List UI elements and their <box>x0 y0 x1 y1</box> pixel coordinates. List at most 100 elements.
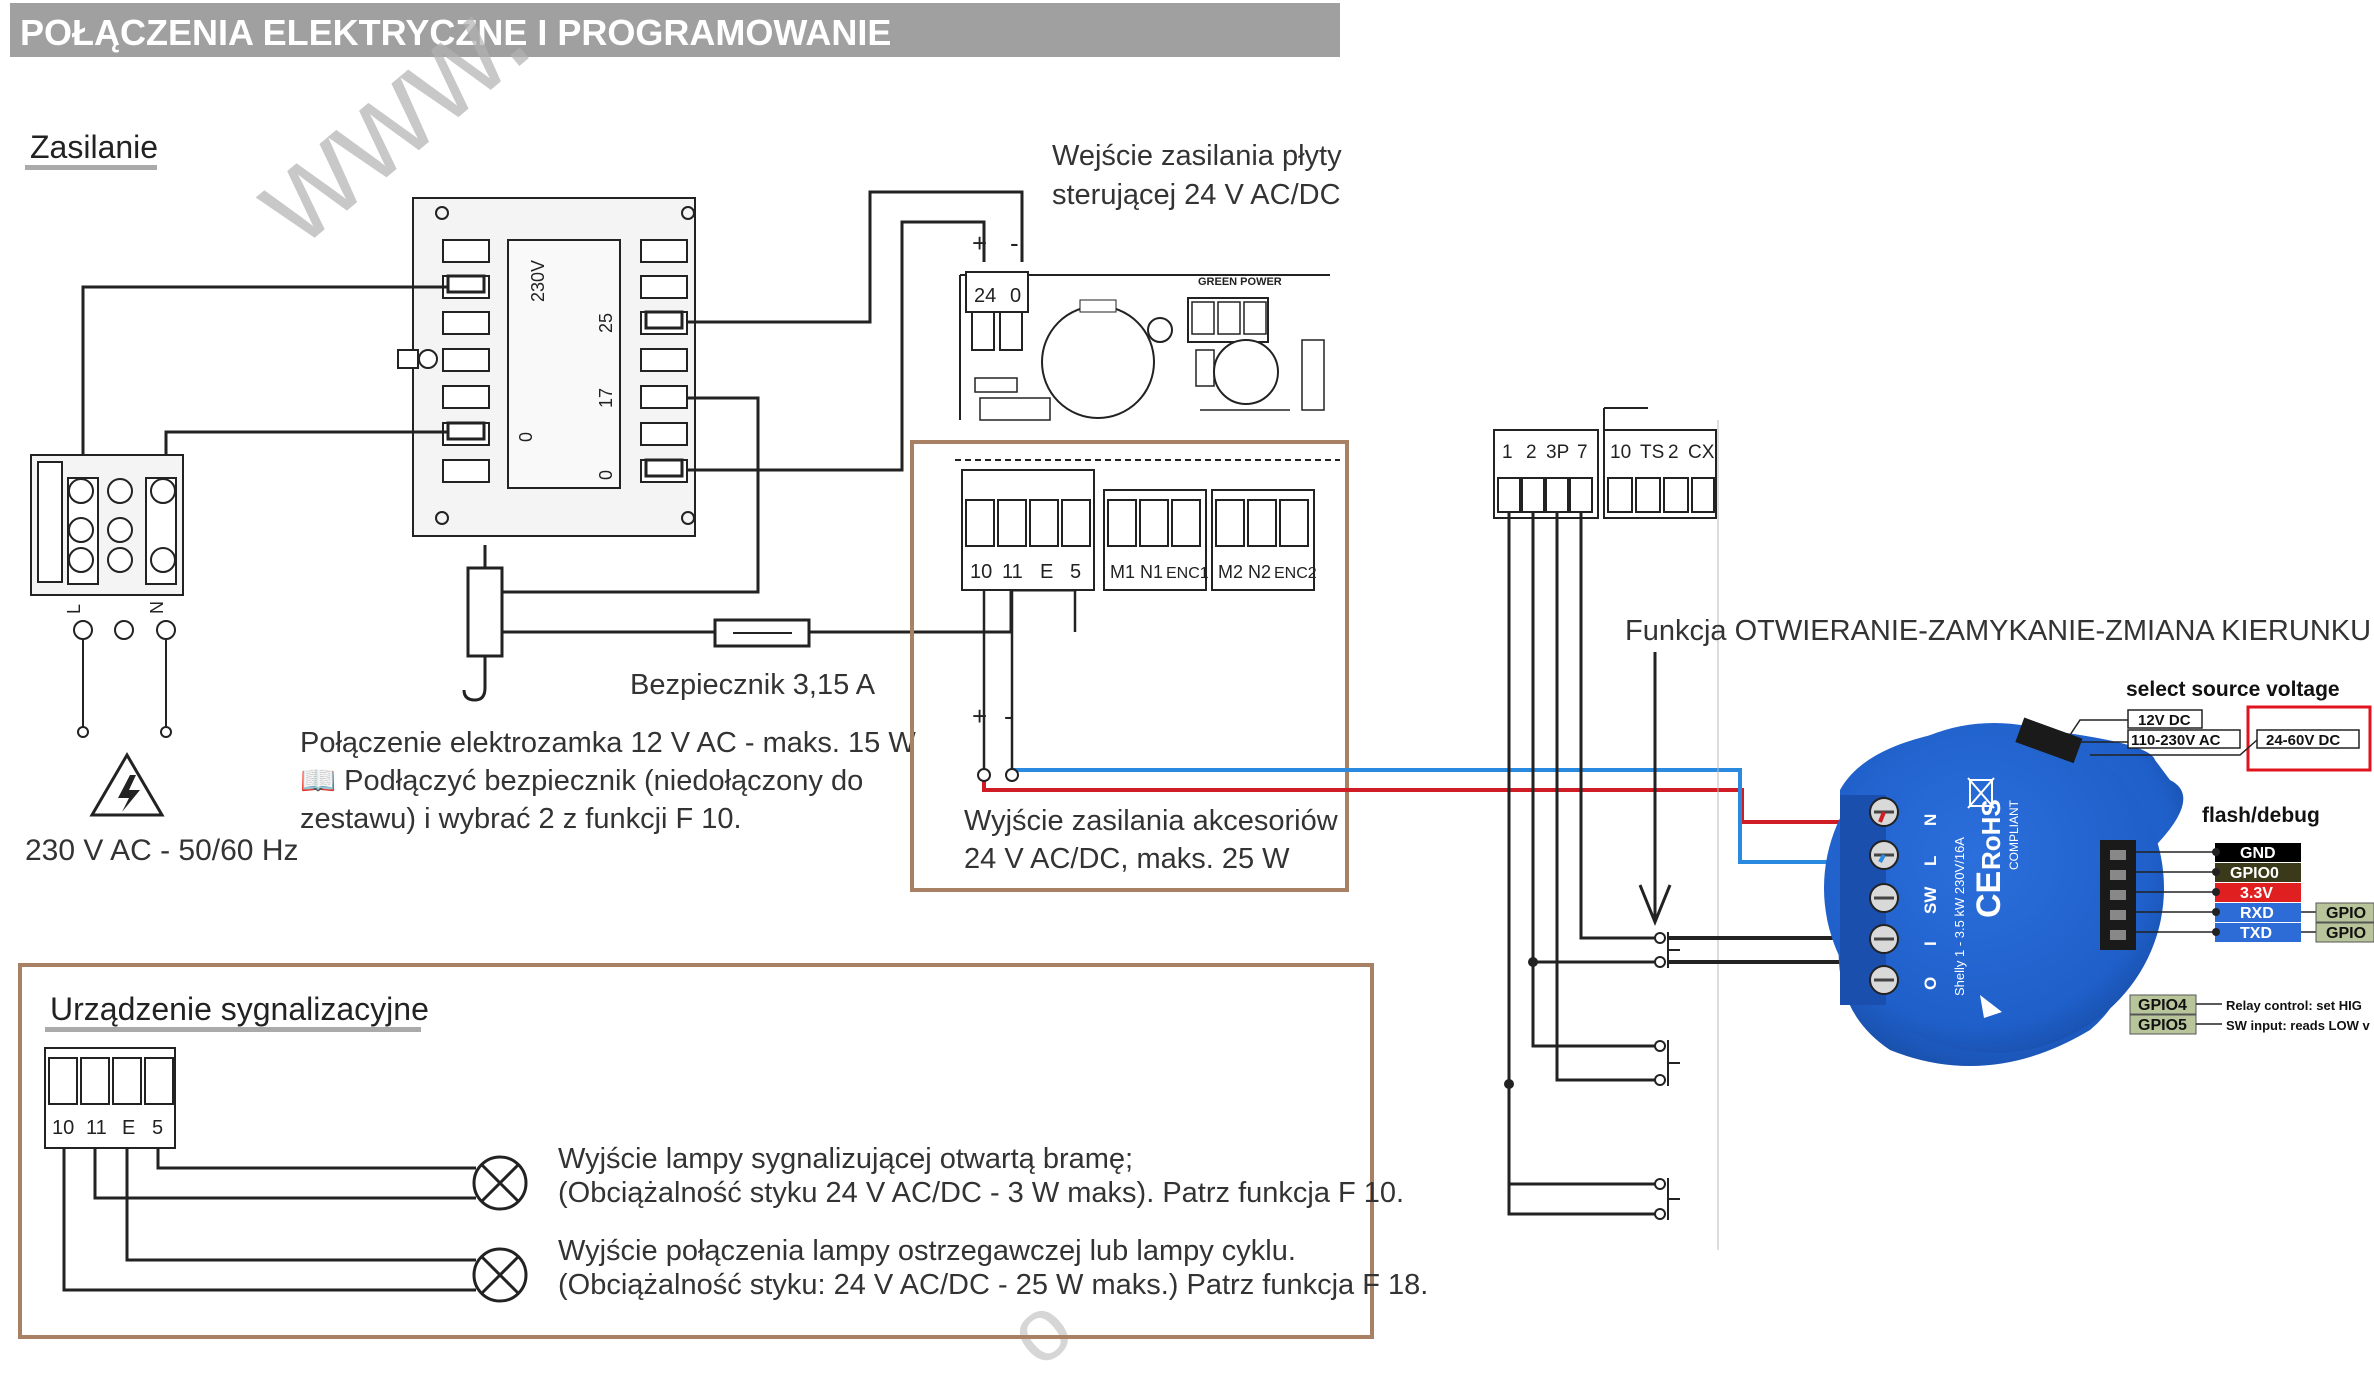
svg-text:3.3V: 3.3V <box>2240 885 2273 902</box>
shelly-terminal-i: I <box>1921 941 1940 946</box>
acc-minus: - <box>1004 701 1013 731</box>
acc-plus: + <box>972 701 987 731</box>
voltage-option-24-60v-label: 24-60V DC <box>2266 732 2340 749</box>
lamp1-text-1: Wyjście lampy sygnalizującej otwartą bra… <box>558 1143 1133 1175</box>
power-section-underline <box>25 165 157 170</box>
acc-terminal-5: 5 <box>1070 561 1081 583</box>
acc-terminal-n1: N1 <box>1140 562 1163 582</box>
transformer-label-0-left: 0 <box>516 432 536 442</box>
shelly-rohs-compliant: COMPLIANT <box>2007 799 2021 870</box>
lamp1-text-2: (Obciążalność styku 24 V AC/DC - 3 W mak… <box>558 1177 1404 1209</box>
ctrl-terminal-1: 1 <box>1502 442 1513 463</box>
debug-pin-gpio0: GPIO0 <box>2215 863 2301 882</box>
ctrl-terminal-7: 7 <box>1577 442 1588 463</box>
shelly-rohs: RoHS <box>1976 799 2006 870</box>
lock-text-3: zestawu) i wybrać 2 z funkcji F 10. <box>300 803 742 835</box>
ctrl-terminal-cx: CX <box>1688 442 1715 463</box>
accessories-terminal-strip <box>955 459 1340 591</box>
side-gpio-1-label: GPIO <box>2326 905 2366 922</box>
shelly-relay: N L SW I O Shelly 1 - 3.5 kW 230V/16A CE… <box>1824 717 2184 1066</box>
board-terminal-0: 0 <box>1010 285 1021 307</box>
debug-pin-gnd: GND <box>2215 843 2301 862</box>
function-label: Funkcja OTWIERANIE-ZAMYKANIE-ZMIANA KIER… <box>1625 615 2371 647</box>
side-gpio-2 <box>2315 922 2374 943</box>
electric-lock <box>462 545 504 702</box>
lock-text-1: Połączenie elektrozamka 12 V AC - maks. … <box>300 727 916 759</box>
debug-pin-rxd: RXD <box>2215 903 2301 922</box>
lamp-icon <box>472 1155 528 1211</box>
ctrl-terminal-3p: 3P <box>1546 442 1569 463</box>
side-gpio-1 <box>2315 902 2374 923</box>
control-board-power: 24 0 GREEN POWER <box>959 271 1330 421</box>
acc-terminal-e: E <box>1040 561 1053 583</box>
header-title: POŁĄCZENIA ELEKTRYCZNE I PROGRAMOWANIE <box>20 12 891 53</box>
svg-text:RXD: RXD <box>2240 905 2274 922</box>
svg-text:GPIO0: GPIO0 <box>2230 865 2279 882</box>
acc-terminal-m2: M2 <box>1218 562 1243 582</box>
acc-terminal-enc2: ENC2 <box>1274 565 1317 582</box>
header-bar <box>10 3 1340 57</box>
gpio4-text: Relay control: set HIG <box>2226 998 2362 1013</box>
signaling-box <box>18 963 1374 1339</box>
voltage-option-12v-label: 12V DC <box>2138 712 2191 729</box>
voltage-option-110-230v <box>2127 729 2241 749</box>
terminal-letter-l: L <box>64 604 84 614</box>
sig-terminal-11: 11 <box>86 1117 107 1139</box>
side-gpio-2-label: GPIO <box>2326 925 2366 942</box>
sig-terminal-5: 5 <box>152 1117 163 1139</box>
board-input-label-2: sterującej 24 V AC/DC <box>1052 179 1341 211</box>
acc-output-label-2: 24 V AC/DC, maks. 25 W <box>964 843 1290 875</box>
shelly-logo-icon <box>1980 995 2002 1018</box>
voltage-highlight-box <box>2246 705 2372 772</box>
shelly-bin-icon <box>1967 777 1995 809</box>
acc-terminal-11: 11 <box>1002 561 1023 583</box>
transformer-label-230v: 230V <box>528 260 548 302</box>
lamp-icon <box>472 1247 528 1303</box>
signaling-section-underline <box>45 1027 421 1032</box>
acc-terminal-enc1: ENC1 <box>1166 565 1209 582</box>
voltage-option-12v <box>2127 709 2203 729</box>
power-section-title: Zasilanie <box>30 129 158 165</box>
accessories-box <box>910 440 1349 892</box>
ctrl-terminal-2b: 2 <box>1668 442 1679 463</box>
lock-text-2: 📖 Podłączyć bezpiecznik (niedołączony do <box>300 765 863 797</box>
signaling-section-title: Urządzenie sygnalizacyjne <box>50 991 429 1027</box>
ctrl-terminal-2: 2 <box>1526 442 1537 463</box>
terminal-letter-n: N <box>147 601 167 614</box>
sig-terminal-e: E <box>122 1117 135 1139</box>
debug-pin-txd: TXD <box>2215 923 2301 942</box>
shelly-terminal-sw: SW <box>1921 886 1940 914</box>
shelly-device-text: Shelly 1 - 3.5 kW 230V/16A <box>1952 837 1967 996</box>
acc-output-label-1: Wyjście zasilania akcesoriów <box>964 805 1339 837</box>
fuse-label: Bezpiecznik 3,15 A <box>630 669 876 701</box>
shelly-terminal-l: L <box>1921 856 1940 866</box>
svg-text:TXD: TXD <box>2240 925 2272 942</box>
sig-terminal-10: 10 <box>52 1117 74 1139</box>
svg-text:GND: GND <box>2240 845 2276 862</box>
high-voltage-warning-icon <box>89 752 165 817</box>
board-input-label-1: Wejście zasilania płyty <box>1052 140 1342 172</box>
mains-terminal-block: L N <box>30 454 184 640</box>
acc-terminal-10: 10 <box>970 561 992 583</box>
control-terminal-strip <box>1493 407 1717 519</box>
shelly-terminal-n: N <box>1921 814 1940 826</box>
voltage-option-24-60v <box>2256 729 2360 749</box>
debug-pin-3v3: 3.3V <box>2215 883 2301 902</box>
select-voltage-title: select source voltage <box>2126 678 2340 701</box>
lamp2-text-2: (Obciążalność styku: 24 V AC/DC - 25 W m… <box>558 1269 1428 1301</box>
transformer-label-25: 25 <box>596 313 616 333</box>
ctrl-terminal-10: 10 <box>1610 442 1631 463</box>
transformer-label-0-right: 0 <box>596 470 616 480</box>
transformer-label-17: 17 <box>596 388 616 408</box>
gpio4-label: GPIO4 <box>2138 997 2187 1014</box>
lamp2-text-1: Wyjście połączenia lampy ostrzegawczej l… <box>558 1235 1296 1267</box>
board-terminal-24: 24 <box>974 285 996 307</box>
signaling-terminal-strip <box>44 1047 176 1149</box>
board-input-minus: - <box>1010 228 1019 258</box>
mains-label: 230 V AC - 50/60 Hz <box>25 834 299 867</box>
gpio5-label: GPIO5 <box>2138 1017 2187 1034</box>
gpio5-text: SW input: reads LOW v <box>2226 1018 2370 1033</box>
pushbutton-icon <box>1654 1178 1680 1220</box>
transformer: 230V 25 17 0 0 <box>397 197 696 537</box>
